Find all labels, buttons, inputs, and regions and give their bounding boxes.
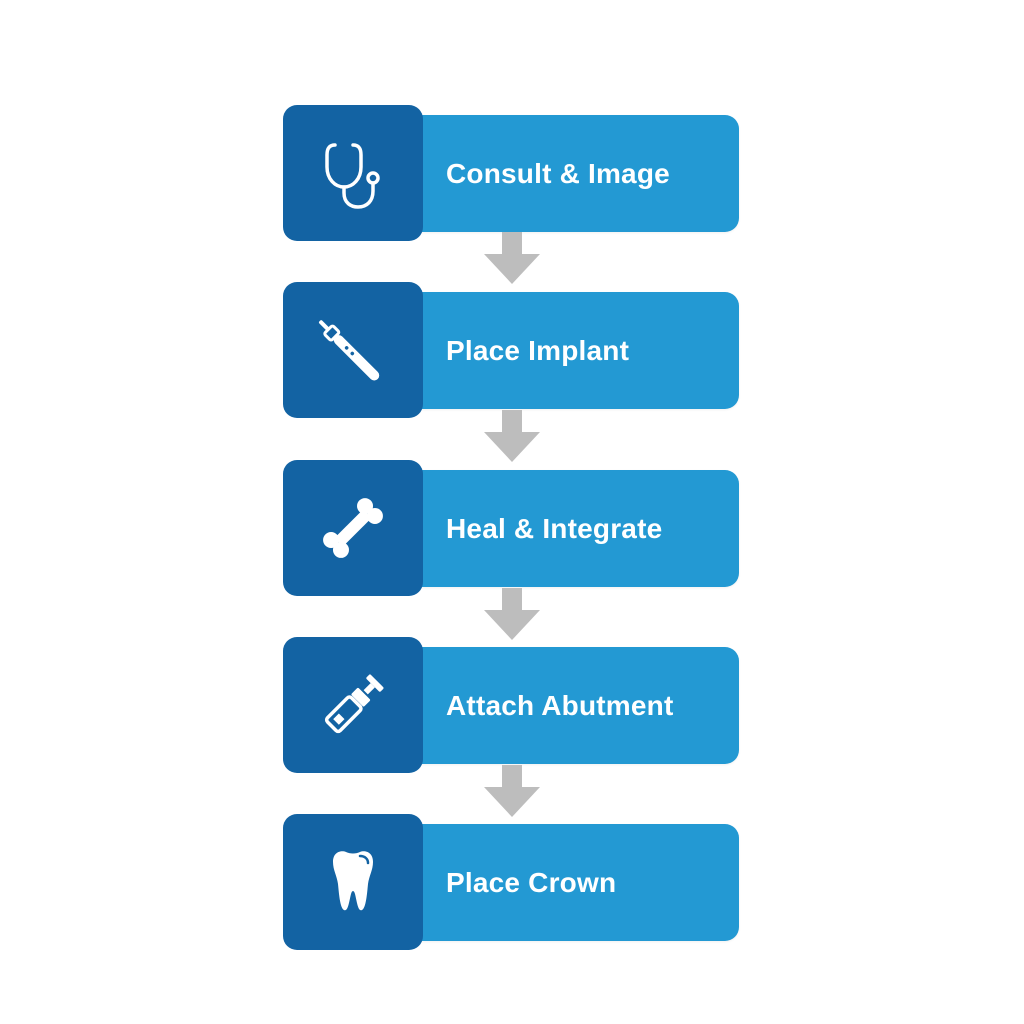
step-icon-box (283, 105, 423, 241)
step-label: Place Crown (446, 867, 617, 898)
down-arrow-icon (484, 410, 540, 462)
tooth-icon (333, 851, 373, 911)
abutment-screw-icon (324, 674, 384, 734)
step-bar (383, 647, 739, 764)
step-label: Consult & Image (446, 158, 670, 189)
step-bar (383, 824, 739, 941)
stethoscope-icon (325, 143, 380, 209)
step-place-crown: Place Crown (283, 814, 739, 950)
step-consult-image: Consult & Image (283, 105, 739, 241)
step-bar (383, 115, 739, 232)
step-bar (383, 470, 739, 587)
step-icon-box (283, 814, 423, 950)
step-icon-box (283, 282, 423, 418)
step-label: Heal & Integrate (446, 513, 663, 544)
down-arrow-icon (484, 765, 540, 817)
dental-drill-icon (318, 320, 380, 381)
step-heal-integrate: Heal & Integrate (283, 460, 739, 596)
step-attach-abutment: Attach Abutment (283, 637, 739, 773)
step-icon-box (283, 637, 423, 773)
down-arrow-icon (484, 588, 540, 640)
step-label: Place Implant (446, 335, 630, 366)
step-icon-box (283, 460, 423, 596)
step-label: Attach Abutment (446, 690, 674, 721)
step-bar (383, 292, 739, 409)
down-arrow-icon (484, 232, 540, 284)
step-place-implant: Place Implant (283, 282, 739, 418)
bone-icon (323, 498, 383, 558)
